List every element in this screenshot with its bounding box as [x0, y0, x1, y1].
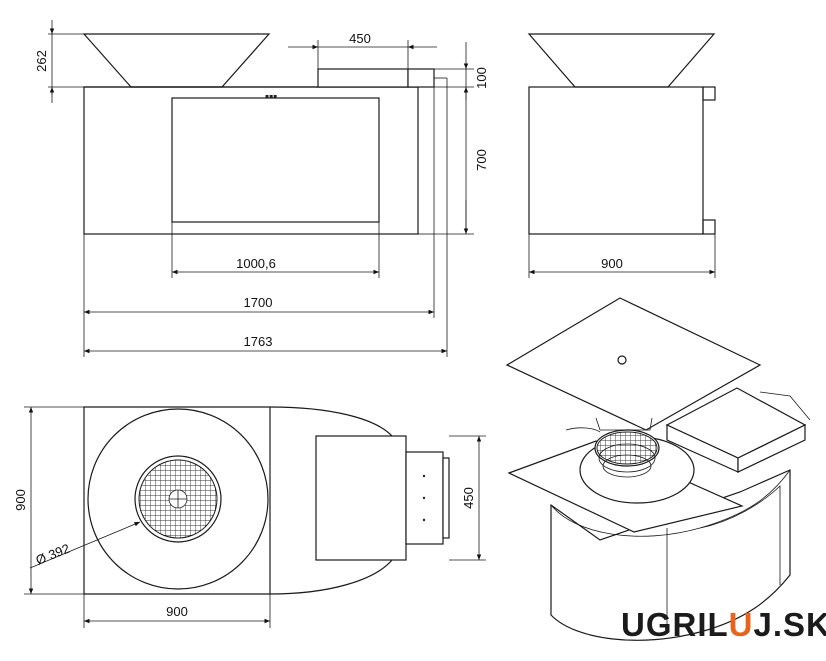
brand-logo: UGRILUJ.SK	[621, 606, 826, 644]
dim-front-widths: 1000,6 1700 1763	[83, 78, 448, 357]
dim-body-heights: 100 700	[434, 42, 489, 235]
dim-1763-label: 1763	[244, 334, 273, 349]
front-body	[83, 86, 419, 235]
dim-900-plan-width-label: 900	[166, 604, 188, 619]
iso-base-body	[550, 469, 791, 641]
brand-prefix: UGRIL	[621, 606, 729, 643]
iso-lid-hole	[617, 355, 627, 365]
iso-lid	[505, 297, 762, 431]
isometric-view	[505, 297, 811, 641]
dim-1000-label: 1000,6	[236, 256, 276, 271]
dim-diameter-label: Ø 392	[34, 541, 72, 568]
dim-450-top-label: 450	[349, 31, 371, 46]
front-small-logo: ▪▪▪	[265, 93, 277, 100]
dim-front-hopper-height: 262	[34, 20, 84, 103]
brand-flame-letter: U	[728, 606, 754, 643]
dim-700-label: 700	[474, 149, 489, 171]
plan-hopper-circle	[87, 408, 269, 590]
dim-262-label: 262	[34, 50, 49, 72]
plan-side-box	[315, 435, 407, 561]
front-side-box	[317, 68, 409, 88]
brand-suffix: J.SK	[753, 606, 826, 643]
dim-side-width: 900	[528, 234, 716, 278]
side-view	[527, 33, 716, 235]
dim-450-plan-label: 450	[461, 487, 476, 509]
side-body	[528, 86, 704, 235]
plan-view	[83, 406, 450, 595]
side-hopper	[527, 33, 716, 88]
dim-900-plan-depth-label: 900	[13, 489, 28, 511]
dim-900-side-label: 900	[601, 256, 623, 271]
front-door	[171, 97, 380, 223]
front-view: ▪▪▪	[82, 33, 447, 235]
dim-1700-label: 1700	[244, 295, 273, 310]
front-hopper	[82, 33, 271, 88]
front-side-bracket	[407, 68, 435, 88]
dim-100-label: 100	[474, 67, 489, 89]
dim-side-box-width: 450	[288, 31, 437, 69]
